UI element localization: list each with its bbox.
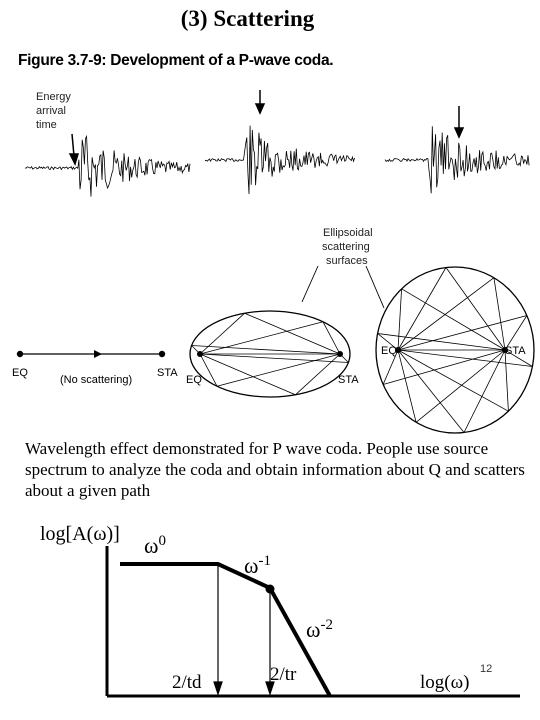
eq-label: EQ <box>381 345 397 357</box>
scatter-ray <box>191 345 341 355</box>
spectrum-curve <box>120 562 332 697</box>
scatter-ray <box>295 353 341 396</box>
panel-no-scattering: EQ STA (No scattering) <box>12 350 178 386</box>
scatter-ray <box>463 349 506 433</box>
scatter-ray <box>397 349 465 433</box>
energy-label-line3: time <box>36 119 57 131</box>
slide-title: (3) Scattering <box>180 6 315 31</box>
scatter-ray <box>199 321 324 355</box>
eq-label: EQ <box>186 374 202 386</box>
scatter-ray <box>397 315 528 351</box>
station-dot <box>502 347 508 353</box>
sta-label: STA <box>505 345 526 357</box>
arrow-head-icon <box>254 103 266 115</box>
scatter-ray <box>445 267 506 351</box>
no-scattering-note: (No scattering) <box>60 374 132 386</box>
seismogram-2 <box>204 125 355 195</box>
scatter-ray <box>504 349 533 367</box>
coda-figure: Energy arrival time Ellipsoidal scatteri… <box>12 90 535 434</box>
corner-arrows <box>213 566 275 696</box>
sta-label: STA <box>157 367 178 379</box>
scatter-ray <box>199 353 349 363</box>
scatter-ray <box>493 277 506 351</box>
scatter-ray <box>397 277 495 351</box>
scatter-ray <box>199 312 245 355</box>
scatter-ray <box>199 353 296 396</box>
panel-large-ellipse: EQ STA <box>375 266 535 434</box>
scatter-ray <box>415 349 506 423</box>
scatter-ray <box>397 349 533 367</box>
scatter-ray <box>199 353 218 387</box>
y-axis-label: log[A(ω)] <box>40 523 120 545</box>
arrow-head-icon <box>94 350 102 358</box>
arrow-head-icon <box>453 127 465 139</box>
slope-label-second: ω-2 <box>306 617 333 642</box>
scatter-ray <box>401 288 506 351</box>
ellipsoid-label: Ellipsoidal scattering surfaces <box>322 227 373 267</box>
ellipsoid-pointers <box>301 265 385 309</box>
source-dot <box>395 347 401 353</box>
eq-label: EQ <box>12 367 28 379</box>
corner-dot <box>265 584 275 594</box>
arrival-arrow-1 <box>71 133 75 157</box>
panel-small-ellipse: EQ STA <box>186 310 359 398</box>
scatter-ray <box>244 312 341 355</box>
ellipsoid-label-line2: scattering <box>322 241 370 253</box>
figure-caption: Figure 3.7-9: Development of a P-wave co… <box>18 52 334 69</box>
scatter-ray <box>216 353 341 387</box>
energy-label-line2: arrival <box>36 105 66 117</box>
ellipsoid-label-line1: Ellipsoidal <box>323 227 373 239</box>
scatter-ray <box>382 349 506 385</box>
scatter-ray <box>504 349 509 412</box>
page-number: 12 <box>480 663 492 675</box>
seismogram-3 <box>384 126 530 194</box>
source-dot <box>16 350 24 358</box>
scatter-ray <box>504 315 528 351</box>
slope-label-flat: ω0 <box>144 533 166 558</box>
scatter-ray <box>397 288 402 351</box>
source-dot <box>197 351 203 357</box>
energy-label-line1: Energy <box>36 91 71 103</box>
seismogram-1 <box>24 134 191 197</box>
station-dot <box>158 350 166 358</box>
arrow-head-icon <box>68 153 80 167</box>
scatter-ray <box>382 349 399 385</box>
sta-label: STA <box>338 374 359 386</box>
corner-label-tr: 2/tr <box>270 664 297 685</box>
scatter-ray <box>397 267 447 351</box>
energy-arrival-label: Energy arrival time <box>36 91 71 131</box>
scatter-ray <box>377 333 399 351</box>
slope-label-first: ω-1 <box>244 553 271 578</box>
corner-label-td: 2/td <box>172 672 202 693</box>
arrival-arrows <box>68 90 465 167</box>
station-dot <box>337 351 343 357</box>
scatter-ray <box>397 349 509 412</box>
description-text: Wavelength effect demonstrated for P wav… <box>25 439 525 500</box>
x-axis-label: log(ω) <box>420 672 469 693</box>
scatter-ray <box>397 349 417 423</box>
spectrum-diagram: log[A(ω)] ω0 ω-1 ω-2 2/td 2/tr log(ω) 12 <box>40 523 520 698</box>
ellipsoid-label-line3: surfaces <box>326 255 368 267</box>
scatter-ray <box>322 321 341 355</box>
